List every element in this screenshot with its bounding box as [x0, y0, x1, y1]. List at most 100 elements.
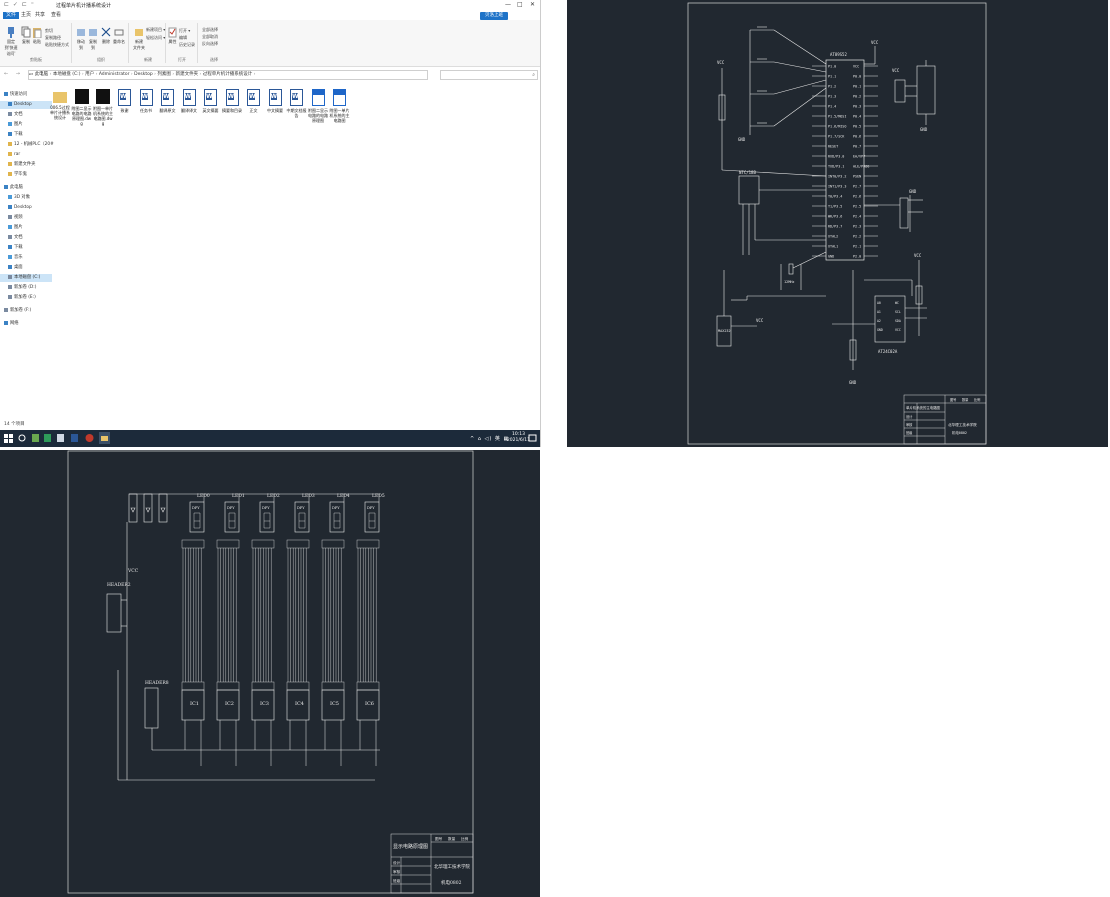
history-button[interactable]: 历史记录	[179, 42, 195, 47]
search-box[interactable]: ⌕	[440, 70, 538, 80]
breadcrumb-item[interactable]: Desktop	[134, 72, 153, 77]
new-folder-button[interactable]: 新建 文件夹	[133, 26, 145, 51]
nav-item-20[interactable]: 新加卷 (E:)	[0, 294, 36, 302]
address-bar[interactable]: ▭ 此电脑 › 本地磁盘 (C:) › 用户 › Administrator ›…	[28, 70, 428, 80]
title-block-row-label: 审核	[906, 422, 913, 427]
file-item[interactable]: 附图二显示电路的电路原理图	[308, 89, 328, 123]
nav-item-5[interactable]: 12 - 机械PLC（20#	[0, 141, 54, 149]
breadcrumb-item[interactable]: 新建文件夹	[175, 72, 199, 77]
nav-item-7[interactable]: 新建文件夹	[0, 161, 35, 169]
search-taskbar-icon[interactable]	[18, 433, 27, 443]
breadcrumb-item[interactable]: Administrator	[98, 72, 130, 77]
app-taskbar-icon-3[interactable]	[56, 433, 65, 443]
invert-selection-button[interactable]: 反向选择	[202, 41, 218, 46]
nav-item-22[interactable]: 网络	[0, 320, 19, 328]
digit-label: LED1	[232, 493, 245, 499]
tab-1[interactable]: 主页	[21, 12, 32, 18]
file-item[interactable]: 英文摘要	[201, 89, 221, 113]
help-account-button[interactable]: 贝洛上班	[480, 12, 508, 20]
paste-shortcut-button[interactable]: 粘贴快捷方式	[45, 42, 69, 47]
file-item[interactable]: 任务书	[136, 89, 156, 113]
tab-2[interactable]: 共享	[35, 12, 46, 18]
file-item[interactable]: 致谢	[115, 89, 135, 113]
nav-item-4[interactable]: 下载	[0, 131, 23, 139]
nav-item-6[interactable]: rar	[0, 151, 20, 159]
copy-button[interactable]: 复制	[21, 26, 31, 45]
header8-label: HEADER8	[145, 680, 169, 686]
file-item[interactable]: 中期文档报告	[287, 89, 307, 118]
nav-item-10[interactable]: 3D 对象	[0, 194, 30, 202]
nav-item-12[interactable]: 视频	[0, 214, 23, 222]
windows-start-icon[interactable]	[4, 433, 13, 443]
delete-button[interactable]: 删除	[101, 26, 111, 45]
move-to-button[interactable]: 移动到	[76, 26, 86, 51]
file-item[interactable]: 附图一单片机系统的主电路图.dwg	[93, 89, 113, 126]
app-taskbar-icon-4[interactable]	[85, 433, 94, 443]
breadcrumb-item[interactable]: 本地磁盘 (C:)	[52, 72, 81, 77]
paste-button[interactable]: 粘贴	[32, 26, 42, 45]
copy-path-button[interactable]: 复制路径	[45, 35, 61, 40]
new-item-button[interactable]: 新建项目 ▾	[146, 27, 166, 32]
nav-item-16[interactable]: 音乐	[0, 254, 23, 262]
breadcrumb-item[interactable]: 过程单片机计播系统设计	[202, 72, 253, 77]
explorer-taskbar-icon[interactable]	[99, 432, 110, 444]
cut-button[interactable]: 剪切	[45, 28, 53, 33]
select-none-button[interactable]: 全部取消	[202, 34, 218, 39]
mcu-chip-label: AT89S52	[830, 52, 847, 57]
file-item[interactable]: 正文	[244, 89, 264, 113]
tab-3[interactable]: 查看	[51, 12, 62, 18]
rename-button[interactable]: 重命名	[113, 26, 125, 45]
nav-item-14[interactable]: 文档	[0, 234, 23, 242]
nav-item-18[interactable]: 本地磁盘 (C:)	[0, 274, 52, 282]
nav-item-19[interactable]: 新加卷 (D:)	[0, 284, 36, 292]
file-item[interactable]: 006.5过程单片计播系统设计	[50, 89, 70, 120]
nav-item-9[interactable]: 此电脑	[0, 184, 23, 192]
file-item[interactable]: 附图一单片机系统的主电路图	[330, 89, 350, 123]
breadcrumb-item[interactable]: 此电脑	[34, 72, 49, 77]
file-item[interactable]: 摘要和目录	[222, 89, 242, 113]
nav-item-0[interactable]: 快速访问	[0, 91, 27, 99]
app-taskbar-icon-1[interactable]	[31, 433, 40, 443]
edit-button[interactable]: 编辑	[179, 35, 187, 40]
nav-item-icon	[4, 320, 8, 325]
file-item[interactable]: 附图二显示电路的电路原理图.dwg	[72, 89, 92, 126]
dp-label: DPY	[332, 506, 340, 510]
nav-item-icon	[8, 274, 12, 279]
nav-item-15[interactable]: 下载	[0, 244, 23, 252]
file-item[interactable]: 翻译原文	[158, 89, 178, 113]
nav-item-21[interactable]: 新加卷 (F:)	[0, 307, 31, 315]
close-button[interactable]: ✕	[530, 1, 536, 8]
nav-item-3[interactable]: 图片	[0, 121, 23, 129]
nav-item-13[interactable]: 图片	[0, 224, 23, 232]
minimize-button[interactable]: —	[505, 1, 511, 8]
nav-item-11[interactable]: Desktop	[0, 204, 32, 212]
system-tray[interactable]: ^ ⌂ ◁) 英 ▦	[470, 436, 510, 442]
driver-ic-label: IC3	[260, 701, 269, 707]
tab-0[interactable]: 文件	[3, 12, 20, 19]
quick-access-toolbar[interactable]: ⊏ ✓ ⊏ ⁼	[4, 1, 35, 8]
nav-item-2[interactable]: 文档	[0, 111, 23, 119]
breadcrumb-item[interactable]: 列素图	[157, 72, 171, 77]
file-item[interactable]: 中文摘要	[265, 89, 285, 113]
file-name: 附图二显示电路的电路原理图	[308, 108, 328, 123]
file-item[interactable]: 翻译译文	[179, 89, 199, 113]
nav-item-8[interactable]: 学毕鬼	[0, 171, 27, 179]
maximize-button[interactable]: □	[517, 1, 523, 8]
word-taskbar-icon[interactable]	[70, 433, 79, 443]
pin-quick-access-button[interactable]: 固定到'快速访问'	[3, 26, 19, 57]
dwg-file-icon	[311, 89, 325, 106]
properties-button[interactable]: 属性	[168, 26, 177, 45]
navigation-arrows[interactable]: ← → ⌄ ↑	[4, 71, 47, 77]
app-taskbar-icon-2[interactable]	[43, 433, 52, 443]
breadcrumb-item[interactable]: 用户	[85, 72, 95, 77]
nav-item-1[interactable]: Desktop	[0, 101, 52, 109]
paste-icon	[33, 28, 42, 38]
copy-to-button[interactable]: 复制到	[88, 26, 98, 51]
dp-label: DPY	[367, 506, 375, 510]
open-button[interactable]: 打开 ▾	[179, 28, 191, 33]
notification-icon[interactable]	[528, 433, 537, 443]
select-all-button[interactable]: 全部选择	[202, 27, 218, 32]
easy-access-button[interactable]: 轻松访问 ▾	[146, 35, 166, 40]
nav-item-17[interactable]: 桌面	[0, 264, 23, 272]
